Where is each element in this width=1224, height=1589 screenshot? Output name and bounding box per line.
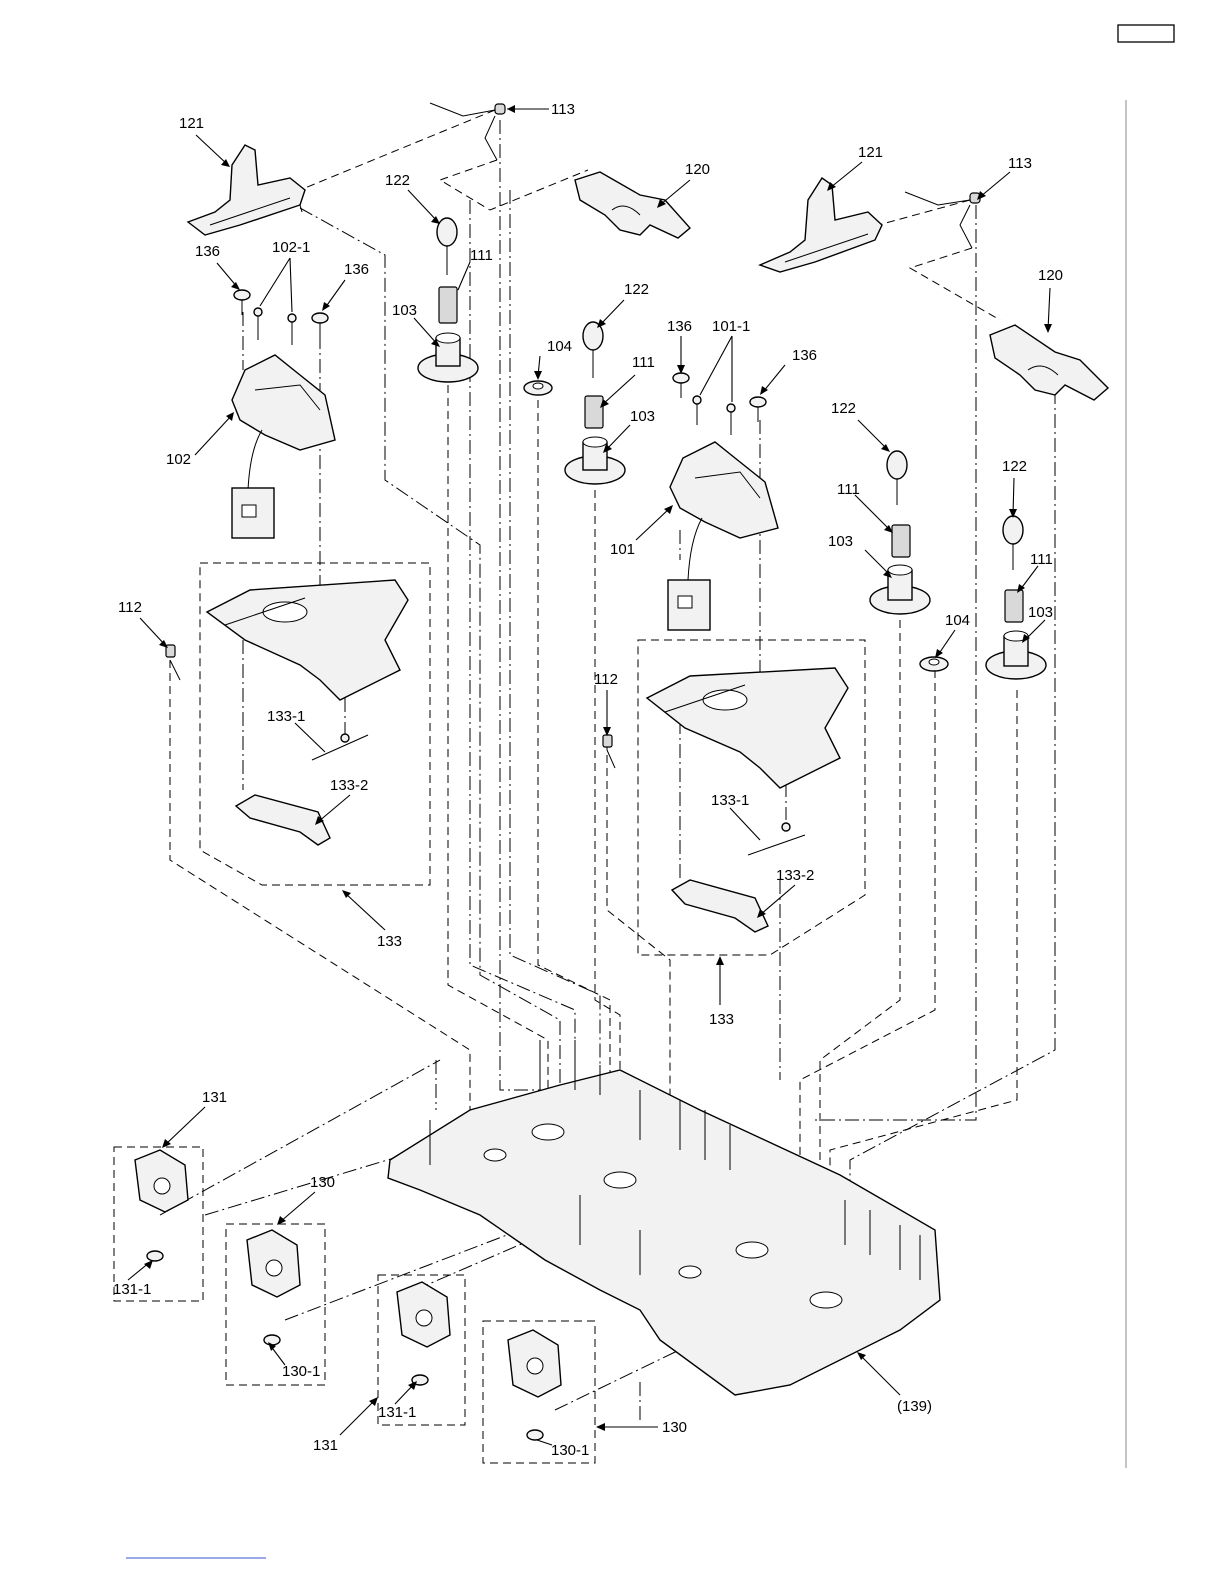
callout-131-1-mid: 131-1	[378, 1404, 416, 1421]
part-103-gear-a	[418, 333, 478, 382]
callout-113-right: 113	[1008, 155, 1032, 172]
callout-133-right: 133	[709, 1011, 734, 1028]
callout-133-2-left: 133-2	[330, 777, 368, 794]
part-113-spring-left	[495, 104, 505, 114]
callout-122-c: 122	[831, 400, 856, 417]
callout-113-left: 113	[551, 101, 575, 118]
callout-131-1-left: 131-1	[113, 1281, 151, 1298]
callout-103-a: 103	[392, 302, 417, 319]
callout-136-a: 136	[195, 243, 220, 260]
callout-136-c: 136	[667, 318, 692, 335]
callout-104-right: 104	[945, 612, 970, 629]
part-104-washer-right	[920, 657, 948, 671]
part-122-pin-d	[1003, 516, 1023, 570]
callout-120-right: 120	[1038, 267, 1063, 284]
callout-133-1-left: 133-1	[267, 708, 305, 725]
callout-139-base: (139)	[897, 1398, 932, 1415]
callout-112-mid: 112	[594, 671, 618, 688]
callout-120-mid: 120	[685, 161, 710, 178]
part-101-head-assembly	[668, 442, 778, 630]
callout-103-c: 103	[828, 533, 853, 550]
part-133-plate-left	[207, 580, 408, 700]
part-130-roller-right	[508, 1330, 561, 1440]
callout-104-mid: 104	[547, 338, 572, 355]
callout-102-1: 102-1	[272, 239, 310, 256]
callout-130-1-right: 130-1	[551, 1442, 589, 1459]
callout-111-b: 111	[632, 354, 655, 371]
part-104-washer-mid	[524, 381, 552, 395]
part-139-base-chassis	[388, 1040, 940, 1395]
part-120-slider-mid	[575, 172, 690, 238]
callout-130-right: 130	[662, 1419, 687, 1436]
part-130-roller-left	[247, 1230, 300, 1345]
part-131-roller-mid	[397, 1282, 450, 1385]
callout-136-b: 136	[344, 261, 369, 278]
callout-111-c: 111	[837, 481, 860, 498]
part-122-pin-b	[583, 322, 603, 378]
callout-103-b: 103	[630, 408, 655, 425]
callout-122-d: 122	[1002, 458, 1027, 475]
part-121-lever-left	[188, 145, 305, 235]
callout-131-left: 131	[202, 1089, 227, 1106]
part-133-plate-right	[647, 668, 848, 788]
callout-122-b: 122	[624, 281, 649, 298]
callout-111-d: 111	[1030, 551, 1053, 568]
callout-133-left: 133	[377, 933, 402, 950]
part-120-slider-right	[990, 325, 1108, 400]
part-122-pin-a	[437, 218, 457, 275]
callout-103-d: 103	[1028, 604, 1053, 621]
callout-121-right: 121	[858, 144, 883, 161]
part-121-lever-right	[760, 178, 882, 272]
callout-136-d: 136	[792, 347, 817, 364]
callout-130-left: 130	[310, 1174, 335, 1191]
part-133-2-brackets	[236, 795, 768, 932]
page-number-box	[1118, 25, 1174, 42]
callout-112-left: 112	[118, 599, 142, 616]
part-131-roller-left	[135, 1150, 188, 1261]
callout-122-a: 122	[385, 172, 410, 189]
callout-102: 102	[166, 451, 191, 468]
callout-133-1-right: 133-1	[711, 792, 749, 809]
callout-131-mid: 131	[313, 1437, 338, 1454]
part-122-pin-c	[887, 451, 907, 505]
callout-133-2-right: 133-2	[776, 867, 814, 884]
part-103-gear-b	[565, 437, 625, 484]
callout-130-1-left: 130-1	[282, 1363, 320, 1380]
callout-101-1: 101-1	[712, 318, 750, 335]
callout-111-a: 111	[470, 247, 493, 264]
part-103-gear-d	[986, 631, 1046, 679]
callout-101: 101	[610, 541, 635, 558]
part-103-gear-c	[870, 565, 930, 614]
callout-121-left: 121	[179, 115, 204, 132]
